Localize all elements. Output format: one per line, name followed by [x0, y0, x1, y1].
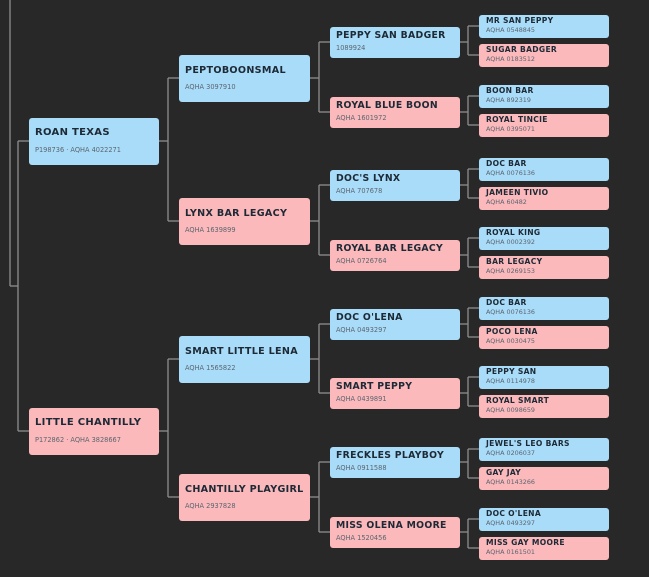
- horse-card-little-chantilly[interactable]: LITTLE CHANTILLY P172862 · AQHA 3828667: [29, 407, 159, 455]
- horse-name: JEWEL'S LEO BARS: [486, 439, 570, 449]
- registration-number: AQHA 0161501: [486, 548, 535, 557]
- horse-card-peptoboonsmal[interactable]: PEPTOBOONSMAL AQHA 3097910: [179, 54, 310, 102]
- horse-name: JAMEEN TIVIO: [486, 188, 549, 198]
- registration-number: AQHA 0269153: [486, 267, 535, 276]
- horse-card-lynx-bar-legacy[interactable]: LYNX BAR LEGACY AQHA 1639899: [179, 197, 310, 245]
- horse-card-peppy-san-badger[interactable]: PEPPY SAN BADGER 1089924: [330, 26, 460, 58]
- registration-number: AQHA 0911588: [336, 464, 387, 473]
- horse-card-miss-olena-moore[interactable]: MISS OLENA MOORE AQHA 1520456: [330, 516, 460, 548]
- horse-card-chantilly-playgirl[interactable]: CHANTILLY PLAYGIRL AQHA 2937828: [179, 473, 310, 521]
- horse-name: DOC BAR: [486, 298, 527, 308]
- registration-number: AQHA 0114978: [486, 377, 535, 386]
- registration-number: AQHA 0206037: [486, 449, 535, 458]
- registration-number: AQHA 1601972: [336, 114, 387, 123]
- horse-card-smart-peppy[interactable]: SMART PEPPY AQHA 0439891: [330, 377, 460, 409]
- horse-name: DOC'S LYNX: [336, 172, 401, 184]
- registration-number: AQHA 0143266: [486, 478, 535, 487]
- horse-name: DOC BAR: [486, 159, 527, 169]
- horse-name: LITTLE CHANTILLY: [35, 417, 142, 429]
- registration-number: AQHA 0493297: [336, 326, 387, 335]
- registration-number: AQHA 1639899: [185, 225, 236, 234]
- horse-name: SMART LITTLE LENA: [185, 345, 298, 357]
- horse-card-freckles-playboy[interactable]: FRECKLES PLAYBOY AQHA 0911588: [330, 446, 460, 478]
- horse-card-doc-s-lynx[interactable]: DOC'S LYNX AQHA 707678: [330, 169, 460, 201]
- horse-name: FRECKLES PLAYBOY: [336, 449, 445, 461]
- registration-number: AQHA 892319: [486, 96, 531, 105]
- horse-name: PEPTOBOONSMAL: [185, 64, 286, 76]
- horse-name: ROYAL SMART: [486, 396, 550, 406]
- horse-name: MISS OLENA MOORE: [336, 519, 447, 531]
- registration-number: AQHA 0395071: [486, 125, 535, 134]
- horse-name: ROYAL BLUE BOON: [336, 99, 438, 111]
- registration-number: AQHA 1565822: [185, 363, 236, 372]
- registration-number: AQHA 1520456: [336, 534, 387, 543]
- horse-name: SMART PEPPY: [336, 380, 413, 392]
- registration-number: AQHA 60482: [486, 198, 527, 207]
- horse-name: BAR LEGACY: [486, 257, 543, 267]
- horse-name: DOC O'LENA: [336, 311, 403, 323]
- horse-name: CHANTILLY PLAYGIRL: [185, 483, 304, 495]
- horse-name: SUGAR BADGER: [486, 45, 558, 55]
- registration-number: AQHA 0726764: [336, 257, 387, 266]
- horse-name: LYNX BAR LEGACY: [185, 207, 288, 219]
- registration-number: AQHA 0002392: [486, 238, 535, 247]
- registration-number: 1089924: [336, 44, 366, 53]
- horse-name: GAY JAY: [486, 468, 522, 478]
- horse-name: DOC O'LENA: [486, 509, 542, 519]
- horse-card-roan-texas[interactable]: ROAN TEXAS P198736 · AQHA 4022271: [29, 117, 159, 165]
- horse-name: ROYAL BAR LEGACY: [336, 242, 444, 254]
- registration-number: AQHA 0439891: [336, 395, 387, 404]
- registration-number: AQHA 0098659: [486, 406, 535, 415]
- registration-number: AQHA 0183512: [486, 55, 535, 64]
- horse-name: MISS GAY MOORE: [486, 538, 565, 548]
- horse-card-royal-bar-legacy[interactable]: ROYAL BAR LEGACY AQHA 0726764: [330, 239, 460, 271]
- horse-card-royal-blue-boon[interactable]: ROYAL BLUE BOON AQHA 1601972: [330, 96, 460, 128]
- horse-name: PEPPY SAN: [486, 367, 537, 377]
- registration-number: AQHA 0548845: [486, 26, 535, 35]
- horse-name: POCO LENA: [486, 327, 538, 337]
- horse-name: ROAN TEXAS: [35, 127, 110, 139]
- registration-number: AQHA 707678: [336, 187, 383, 196]
- registration-number: AQHA 0076136: [486, 308, 535, 317]
- horse-name: BOON BAR: [486, 86, 534, 96]
- horse-card-doc-o-lena[interactable]: DOC O'LENA AQHA 0493297: [330, 308, 460, 340]
- horse-name: ROYAL TINCIE: [486, 115, 548, 125]
- registration-number: P198736 · AQHA 4022271: [35, 145, 121, 154]
- registration-number: AQHA 0076136: [486, 169, 535, 178]
- registration-number: P172862 · AQHA 3828667: [35, 435, 121, 444]
- horse-name: ROYAL KING: [486, 228, 541, 238]
- registration-number: AQHA 0030475: [486, 337, 535, 346]
- registration-number: AQHA 2937828: [185, 501, 236, 510]
- horse-name: MR SAN PEPPY: [486, 16, 554, 26]
- registration-number: AQHA 0493297: [486, 519, 535, 528]
- horse-card-smart-little-lena[interactable]: SMART LITTLE LENA AQHA 1565822: [179, 335, 310, 383]
- registration-number: AQHA 3097910: [185, 82, 236, 91]
- horse-name: PEPPY SAN BADGER: [336, 29, 446, 41]
